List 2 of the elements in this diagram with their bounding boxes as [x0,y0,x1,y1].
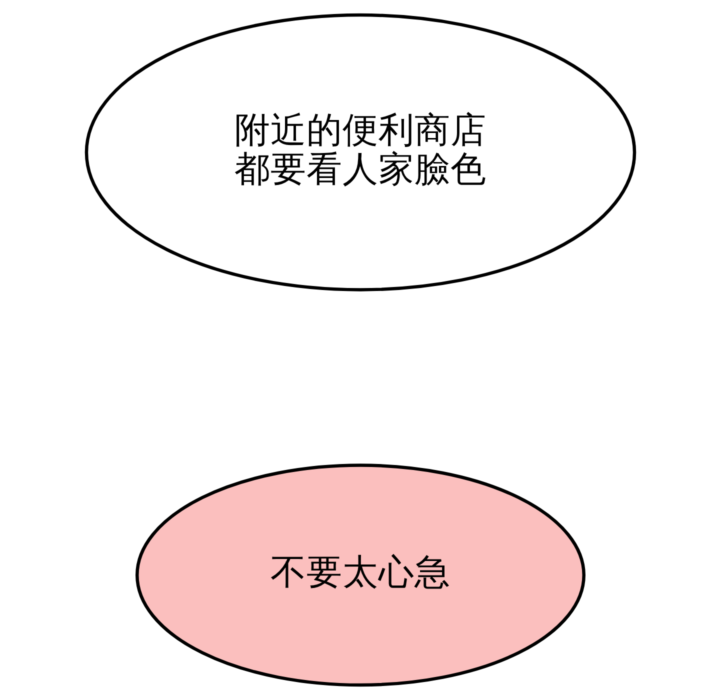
node-ellipse: 不要太心急 [135,464,585,687]
node-ellipse: 附近的便利商店都要看人家臉色 [84,13,636,292]
